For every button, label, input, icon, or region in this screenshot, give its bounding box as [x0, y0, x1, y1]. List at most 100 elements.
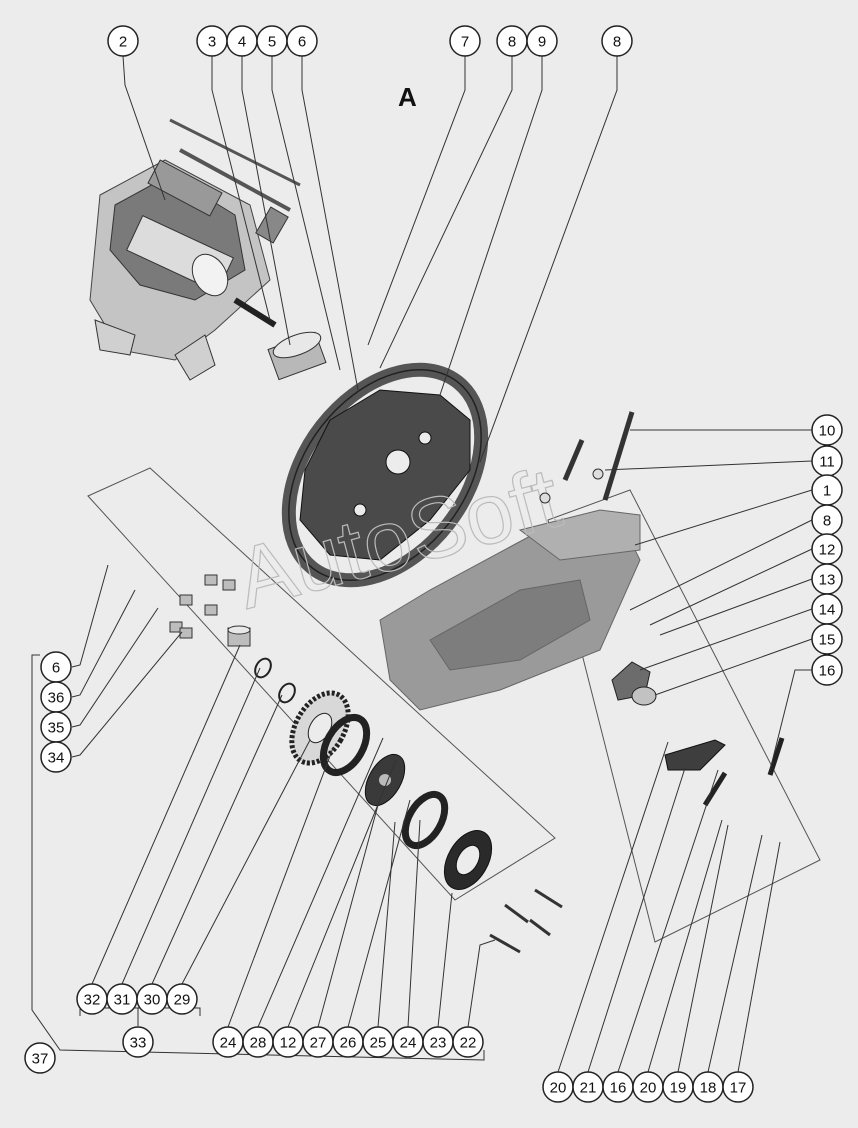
flywheel-cross-plate: [299, 389, 471, 561]
callout-left-2: 35: [40, 711, 72, 743]
callout-right-7: 15: [811, 623, 843, 655]
callout-right-2: 1: [811, 474, 843, 506]
callout-right-5: 13: [811, 563, 843, 595]
callout-label: 31: [114, 992, 131, 1009]
callout-bottom-right-0: 20: [542, 1071, 574, 1103]
callout-bottom-left-12: 23: [422, 1026, 454, 1058]
callout-bottom-left-3: 29: [166, 983, 198, 1015]
callout-label: 24: [220, 1035, 237, 1052]
callout-label: 2: [119, 34, 127, 51]
callout-label: 37: [32, 1051, 49, 1068]
callout-bottom-left-10: 25: [362, 1026, 394, 1058]
callout-circle: [122, 1026, 154, 1058]
callout-left-3: 34: [40, 741, 72, 773]
callout-label: 20: [640, 1080, 657, 1097]
callout-circle: [107, 25, 139, 57]
callout-bottom-right-6: 17: [722, 1071, 754, 1103]
callout-top-4: 6: [286, 25, 318, 57]
callout-label: 17: [730, 1080, 747, 1097]
callout-label: 35: [48, 720, 65, 737]
gearbox-housing-assembly: [89, 118, 301, 381]
callout-label: 1: [823, 483, 831, 500]
callout-label: 16: [610, 1080, 627, 1097]
callout-label: 3: [208, 34, 216, 51]
callout-circle: [40, 741, 72, 773]
callout-top-3: 5: [256, 25, 288, 57]
callout-right-8: 16: [811, 654, 843, 686]
callout-label: 24: [400, 1035, 417, 1052]
callout-right-4: 12: [811, 533, 843, 565]
callout-circle: [811, 623, 843, 655]
callout-circle: [24, 1042, 56, 1074]
callout-top-6: 8: [496, 25, 528, 57]
callout-bottom-left-13: 22: [452, 1026, 484, 1058]
callout-bottom-left-1: 31: [106, 983, 138, 1015]
callout-label: 8: [613, 34, 621, 51]
callout-label: 5: [268, 34, 276, 51]
callout-circle: [449, 25, 481, 57]
view-label: A: [398, 82, 417, 112]
callout-label: 20: [550, 1080, 567, 1097]
callout-right-3: 8: [811, 504, 843, 536]
callout-top-5: 7: [449, 25, 481, 57]
callout-label: 7: [461, 34, 469, 51]
bushing-32: [227, 625, 251, 647]
callout-label: 12: [280, 1035, 297, 1052]
callout-bottom-right-4: 19: [662, 1071, 694, 1103]
callout-right-6: 14: [811, 593, 843, 625]
callout-circle: [601, 25, 633, 57]
callout-label: 4: [238, 34, 246, 51]
callout-label: 30: [144, 992, 161, 1009]
callout-bottom-left-4: 33: [122, 1026, 154, 1058]
callout-label: 19: [670, 1080, 687, 1097]
callout-circle: [811, 654, 843, 686]
callout-bottom-left-6: 28: [242, 1026, 274, 1058]
callout-circle: [286, 25, 318, 57]
callout-label: 21: [580, 1080, 597, 1097]
callout-bottom-left-7: 12: [272, 1026, 304, 1058]
callout-top-2: 4: [226, 25, 258, 57]
o-rings: [254, 657, 296, 704]
callout-label: 8: [823, 513, 831, 530]
callout-top-8: 8: [601, 25, 633, 57]
callout-circle: [526, 25, 558, 57]
callout-label: 27: [310, 1035, 327, 1052]
callout-bottom-right-5: 18: [692, 1071, 724, 1103]
callout-label: 29: [174, 992, 191, 1009]
callout-label: 11: [819, 454, 835, 471]
bearing-part: [267, 331, 327, 381]
callout-label: 10: [819, 423, 836, 440]
leader-lines: [31, 55, 813, 1073]
callout-left-1: 36: [40, 681, 72, 713]
callout-label: 6: [52, 660, 60, 677]
cover-assembly-outline: [547, 489, 821, 943]
clutch-assembly-outline: [87, 467, 556, 901]
flywheel-ring: [281, 362, 489, 588]
assembly-outlines: [87, 467, 821, 943]
callout-label: 16: [819, 663, 836, 680]
callout-right-1: 11: [811, 445, 843, 477]
callout-circle: [452, 1026, 484, 1058]
callout-top-7: 9: [526, 25, 558, 57]
callout-label: 22: [460, 1035, 477, 1052]
callout-circle: [811, 414, 843, 446]
callout-right-0: 10: [811, 414, 843, 446]
small-bushings: [169, 574, 236, 639]
callout-circle: [166, 983, 198, 1015]
friction-disc-top: [319, 714, 371, 776]
callout-top-0: 2: [107, 25, 139, 57]
friction-disc-bottom: [401, 790, 449, 850]
rear-cover: [664, 737, 785, 807]
callout-circle: [722, 1071, 754, 1103]
callout-label: 36: [48, 690, 65, 707]
callout-label: 26: [340, 1035, 357, 1052]
callout-bottom-left-0: 32: [76, 983, 108, 1015]
callout-left-4: 37: [24, 1042, 56, 1074]
transmission-housing: [379, 509, 641, 711]
callout-label: 8: [508, 34, 516, 51]
callout-label: 18: [700, 1080, 717, 1097]
callout-label: 23: [430, 1035, 447, 1052]
callout-label: 32: [84, 992, 101, 1009]
